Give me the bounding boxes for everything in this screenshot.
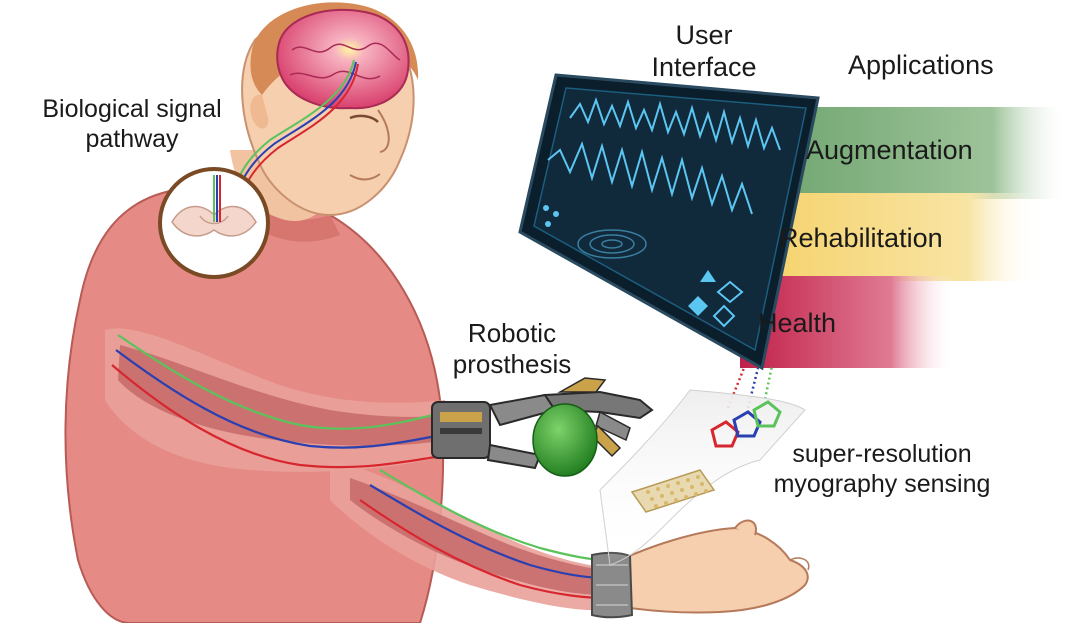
open-hand [609, 519, 810, 614]
collar [230, 195, 340, 242]
sensor-patch-icon [630, 469, 716, 513]
sensing-line-1: super-resolution [792, 440, 972, 468]
biological-line-1: Biological signal [42, 95, 222, 123]
waveform-icon [547, 96, 781, 215]
spinal-cord-cross-section-icon [158, 167, 270, 279]
band-label-health: Health [758, 308, 837, 338]
label-super-resolution-sensing: super-resolution myography sensing [752, 440, 1012, 499]
band-label-augmentation: Augmentation [806, 135, 973, 165]
band-rehabilitation [760, 193, 1038, 281]
ui-line-1: User [675, 20, 733, 50]
lower-arm-anatomy [330, 460, 610, 611]
label-robotic-prosthesis: Robotic prosthesis [432, 318, 592, 379]
brain-icon [276, 8, 410, 110]
wristband [591, 551, 634, 619]
band-label-rehabilitation: Rehabilitation [779, 223, 943, 253]
sensing-line-2: myography sensing [773, 469, 991, 498]
band-augmentation [770, 107, 1068, 199]
ui-line-2: Interface [651, 51, 757, 82]
sensor-pentagon-icons [710, 400, 782, 448]
green-ball [532, 403, 598, 477]
robotic-line-1: Robotic [467, 318, 557, 348]
applications-title: Applications [848, 50, 994, 80]
label-user-interface: User Interface [624, 20, 784, 84]
biological-line-2: pathway [85, 124, 179, 153]
robotic-hand-icon [431, 377, 654, 477]
ui-screen [518, 73, 820, 371]
arm-nerves [111, 334, 606, 600]
label-applications: Applications [848, 50, 994, 82]
person [64, 2, 810, 623]
robotic-line-2: prosthesis [452, 348, 572, 379]
nose-and-mouth [349, 109, 390, 181]
screen-radar-icon [577, 229, 647, 259]
ear [250, 94, 269, 129]
eye [349, 114, 379, 123]
label-biological-signal-pathway: Biological signal pathway [14, 95, 250, 154]
screen-control-icons [543, 205, 744, 328]
upper-arm-anatomy [105, 328, 450, 472]
